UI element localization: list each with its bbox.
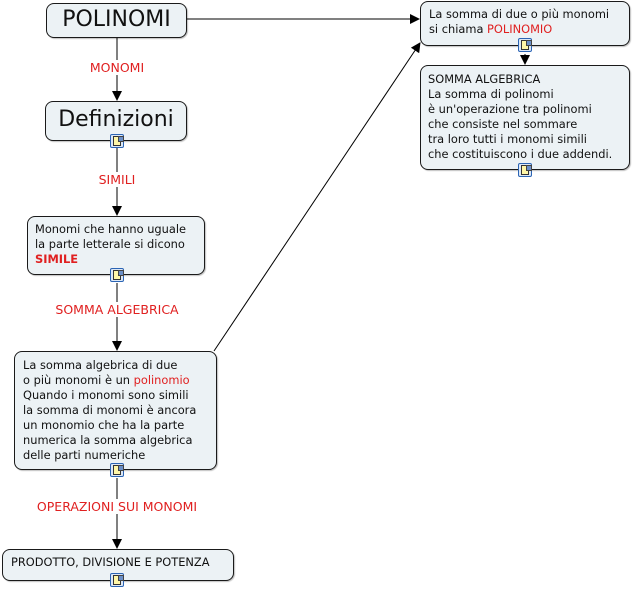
link-label-operazioni: OPERAZIONI SUI MONOMI xyxy=(34,499,200,514)
concept-text-line: Monomi che hanno uguale xyxy=(35,222,187,236)
concept-text-line: numerica la somma algebrica xyxy=(23,433,193,447)
text-prefix: o più monomi è un xyxy=(23,373,134,387)
concept-highlight: SIMILE xyxy=(35,252,79,266)
resource-icon[interactable] xyxy=(518,163,532,177)
concept-text-line: un monomio che ha la parte xyxy=(23,418,185,432)
concept-somma-algebrica-polinomi[interactable]: SOMMA ALGEBRICA La somma di polinomi è u… xyxy=(420,65,630,170)
concept-text: PRODOTTO, DIVISIONE E POTENZA xyxy=(11,555,210,569)
resource-icon[interactable] xyxy=(518,38,532,52)
concept-text-line: Quando i monomi sono simili xyxy=(23,388,189,402)
resource-icon[interactable] xyxy=(110,463,124,477)
concept-text-line: che consiste nel sommare xyxy=(428,117,578,131)
link-label-monomi: MONOMI xyxy=(87,60,147,75)
resource-icon[interactable] xyxy=(110,134,124,148)
concept-text-line: o più monomi è un polinomio xyxy=(23,373,216,388)
concept-text-line: la parte letterale si dicono xyxy=(35,237,185,251)
link-label-somma-algebrica: SOMMA ALGEBRICA xyxy=(53,302,181,317)
resource-icon[interactable] xyxy=(110,573,124,587)
resource-icon[interactable] xyxy=(110,268,124,282)
concept-text: Definizioni xyxy=(58,107,174,132)
text-prefix: si chiama xyxy=(429,22,488,36)
concept-monomi-simili[interactable]: Monomi che hanno uguale la parte lettera… xyxy=(27,216,205,275)
concept-text-line: la somma di monomi è ancora xyxy=(23,403,197,417)
concept-text-line: La somma algebrica di due xyxy=(23,358,178,372)
concept-text: POLINOMI xyxy=(62,7,171,32)
concept-text-line: La somma di due o più monomi xyxy=(429,7,610,21)
concept-text-line: è un'operazione tra polinomi xyxy=(428,102,592,116)
concept-text-line: tra loro tutti i monomi simili xyxy=(428,132,587,146)
concept-text-line: SOMMA ALGEBRICA xyxy=(428,72,541,86)
link-label-simili: SIMILI xyxy=(96,172,138,187)
concept-text-line: La somma di polinomi xyxy=(428,87,554,101)
link-somma-polinomio-def xyxy=(213,42,421,352)
concept-highlight: polinomio xyxy=(133,373,190,387)
concept-text-line: si chiama POLINOMIO xyxy=(429,22,629,37)
concept-polinomi[interactable]: POLINOMI xyxy=(46,3,187,38)
concept-polinomio-definizione[interactable]: La somma di due o più monomi si chiama P… xyxy=(420,1,630,46)
concept-highlight: POLINOMIO xyxy=(487,22,553,36)
concept-somma-algebrica-monomi[interactable]: La somma algebrica di due o più monomi è… xyxy=(14,351,217,470)
concept-text-line: delle parti numeriche xyxy=(23,448,146,462)
concept-text-line: che costituiscono i due addendi. xyxy=(428,147,613,161)
